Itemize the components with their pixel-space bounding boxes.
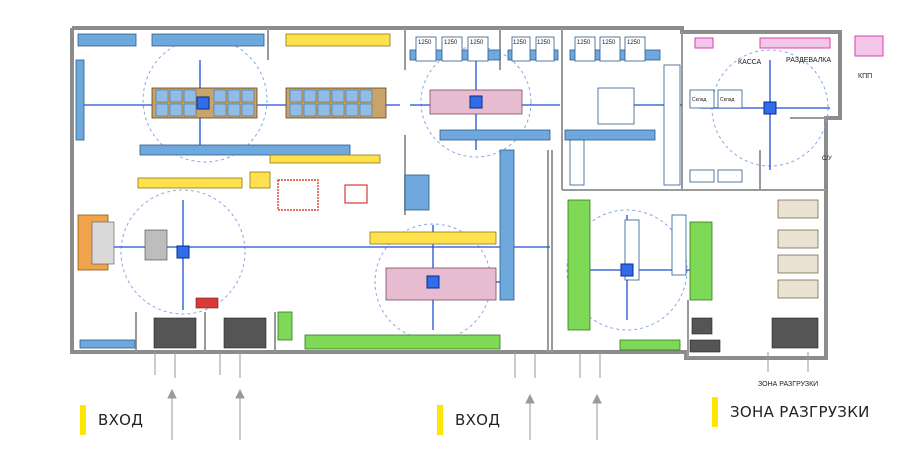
- legend-unloading-zone-label: ЗОНА РАЗГРУЗКИ: [730, 403, 870, 421]
- green-shelving: [277, 199, 713, 351]
- label-kassa: КАССА: [738, 59, 762, 66]
- interior-walls: [135, 28, 826, 358]
- building-walls: [70, 26, 842, 360]
- entrance-doors: [154, 352, 809, 378]
- legend-entrance-1-label: ВХОД: [98, 411, 144, 429]
- pink-gondola: [385, 89, 523, 301]
- label-kpp: КПП: [858, 73, 872, 80]
- staff-room-furniture: [694, 35, 884, 57]
- label-razdevalka: РАЗДЕВАЛКА: [786, 57, 831, 64]
- entrance-arrows: [167, 388, 602, 440]
- label-rack-5: 1250: [537, 40, 551, 46]
- legend-marker-yellow: [712, 397, 718, 427]
- label-rack-8: 1250: [627, 40, 641, 46]
- camera-markers: [176, 95, 777, 289]
- label-su: С/У: [822, 156, 832, 162]
- yellow-shelving: [137, 33, 497, 245]
- fridge-units: [415, 36, 743, 281]
- legend-marker-yellow: [437, 405, 443, 435]
- legend-marker-yellow: [80, 405, 86, 435]
- label-zona-razgruzki-small: ЗОНА РАЗГРУЗКИ: [758, 381, 818, 388]
- label-sklad-1: Склад: [692, 97, 707, 103]
- legend-entrance-2-label: ВХОД: [455, 411, 501, 429]
- label-rack-4: 1250: [513, 40, 527, 46]
- checkout-area: [77, 179, 368, 309]
- label-rack-2: 1250: [444, 40, 458, 46]
- back-storage: [777, 199, 819, 299]
- label-rack-6: 1250: [577, 40, 591, 46]
- label-rack-3: 1250: [470, 40, 484, 46]
- entrance-mats: [153, 317, 819, 353]
- brown-gondola-cells: [155, 89, 373, 117]
- label-sklad-2: Склад: [720, 97, 735, 103]
- label-rack-1: 1250: [418, 40, 432, 46]
- label-rack-7: 1250: [602, 40, 616, 46]
